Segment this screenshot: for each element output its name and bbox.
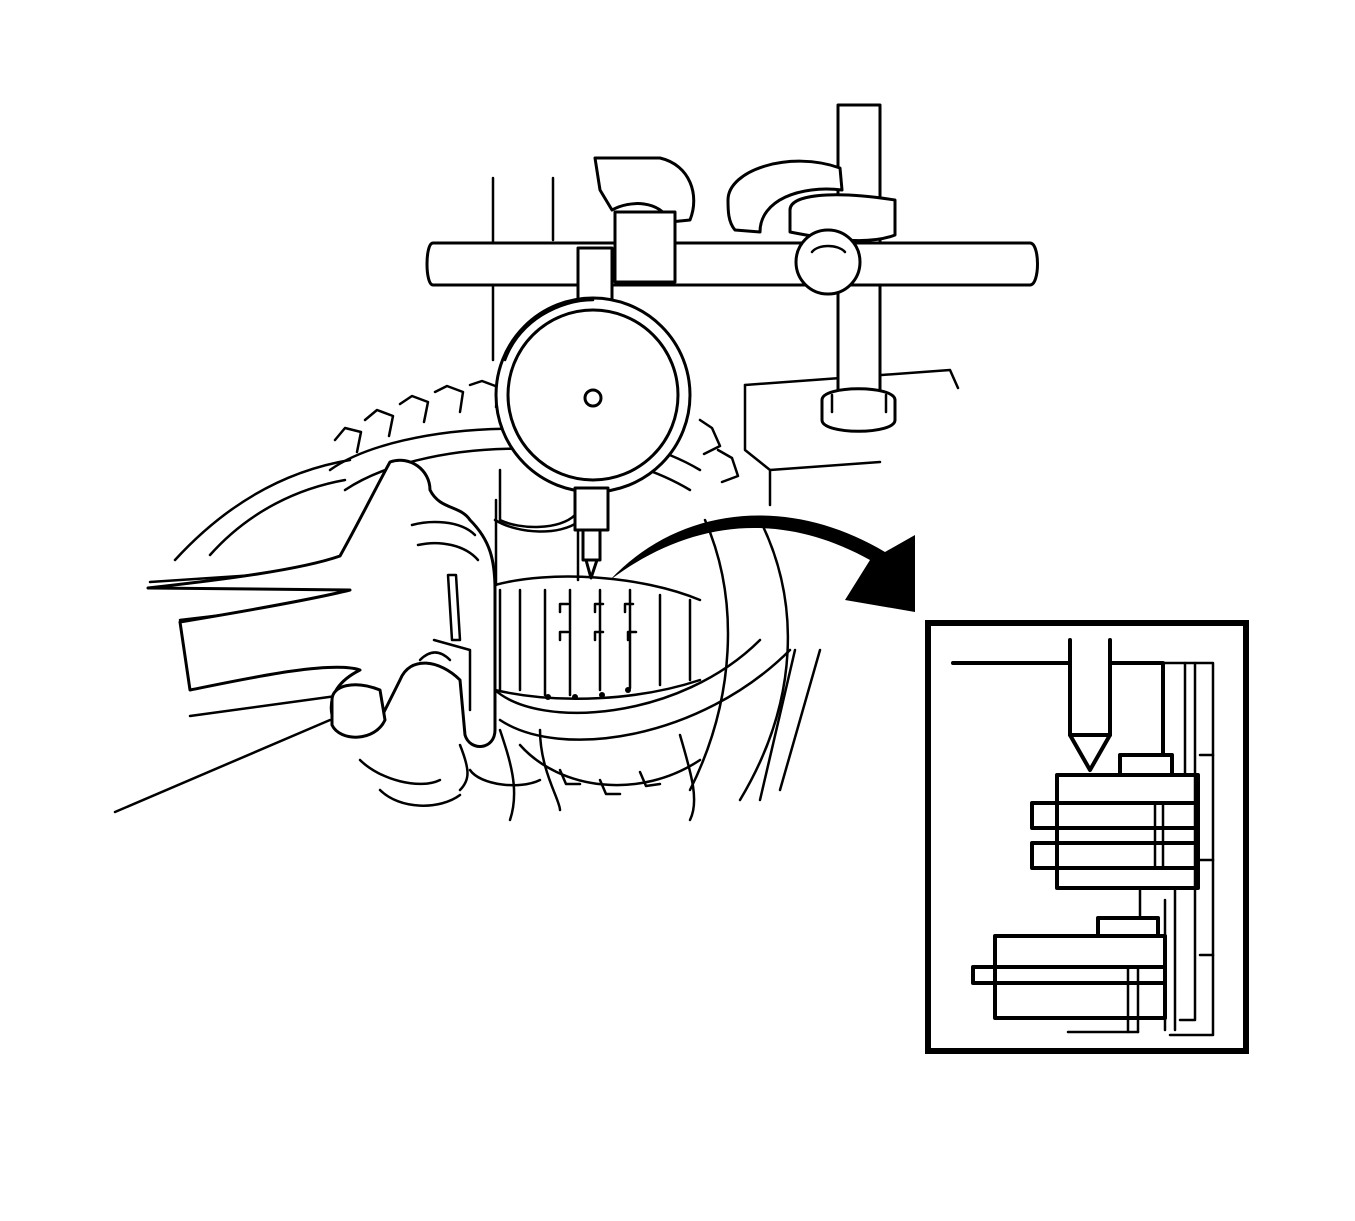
cross-bar <box>425 228 1039 296</box>
inset-plunger <box>1068 638 1112 772</box>
indicator-clamp <box>576 156 696 312</box>
callout-arrow <box>610 515 915 612</box>
inset-clutch-plates-lower <box>971 886 1177 1034</box>
detail-inset <box>925 620 1249 1054</box>
dial-indicator-gauge <box>494 296 692 494</box>
hand <box>146 458 542 822</box>
clamp-knob <box>726 159 897 243</box>
inset-clutch-plates-upper <box>1030 753 1200 890</box>
inset-frame <box>925 620 1249 1054</box>
indicator-stem <box>573 486 610 580</box>
